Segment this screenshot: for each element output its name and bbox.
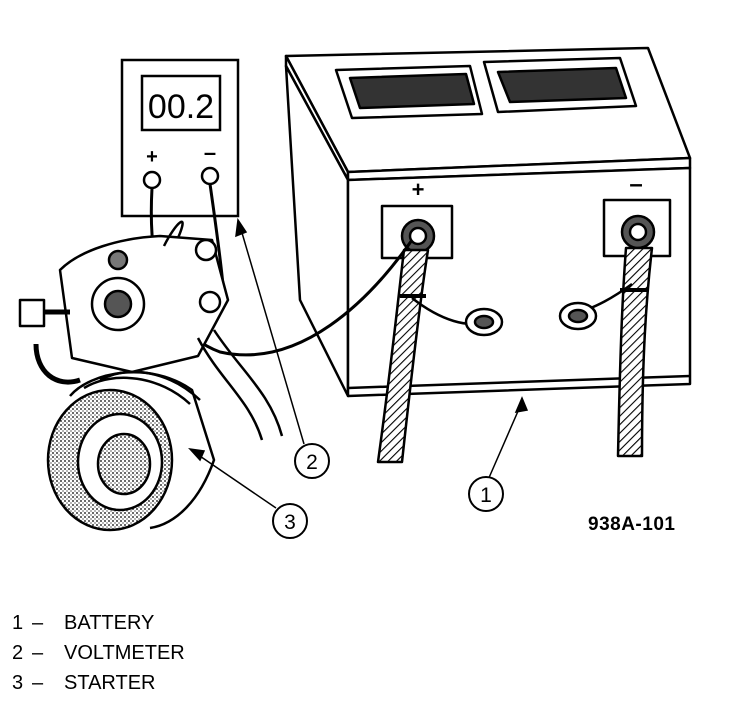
leader-voltmeter bbox=[239, 225, 305, 445]
legend-label-battery: BATTERY bbox=[64, 612, 155, 634]
voltmeter-minus-jack bbox=[200, 166, 220, 186]
svg-text:3: 3 bbox=[284, 511, 296, 534]
legend-item: 3 – STARTER bbox=[12, 668, 185, 698]
leader-battery bbox=[487, 401, 523, 481]
voltmeter bbox=[120, 58, 240, 218]
battery-minus-label: – bbox=[629, 171, 642, 198]
voltmeter-display bbox=[140, 74, 222, 132]
starter bbox=[18, 220, 284, 532]
starter-bolt bbox=[18, 298, 46, 328]
legend-item: 1 – BATTERY bbox=[12, 608, 185, 638]
battery-plus-label: + bbox=[412, 177, 425, 202]
legend: 1 – BATTERY 2 – VOLTMETER 3 – STARTER bbox=[12, 608, 185, 698]
legend-label-voltmeter: VOLTMETER bbox=[64, 642, 185, 664]
voltmeter-minus-label: – bbox=[204, 140, 216, 165]
battery bbox=[284, 46, 692, 464]
voltmeter-plus-jack bbox=[142, 170, 162, 190]
figure-id: 938A-101 bbox=[588, 514, 676, 535]
legend-item: 2 – VOLTMETER bbox=[12, 638, 185, 668]
legend-label-starter: STARTER bbox=[64, 672, 156, 694]
leader-starter bbox=[193, 451, 277, 509]
callout-2: 2 bbox=[294, 443, 330, 479]
callout-1: 1 bbox=[468, 476, 504, 512]
battery-vent-cap-left-shade bbox=[348, 72, 476, 110]
voltmeter-plus-label: + bbox=[146, 146, 158, 168]
svg-text:1: 1 bbox=[480, 484, 492, 507]
voltmeter-reading: 00.2 bbox=[148, 88, 214, 126]
callout-3: 3 bbox=[272, 503, 308, 539]
starter-wire bbox=[196, 329, 284, 441]
battery-vent-cap-right-shade bbox=[496, 66, 628, 104]
callout-leaders bbox=[188, 217, 529, 509]
svg-text:2: 2 bbox=[306, 451, 318, 474]
